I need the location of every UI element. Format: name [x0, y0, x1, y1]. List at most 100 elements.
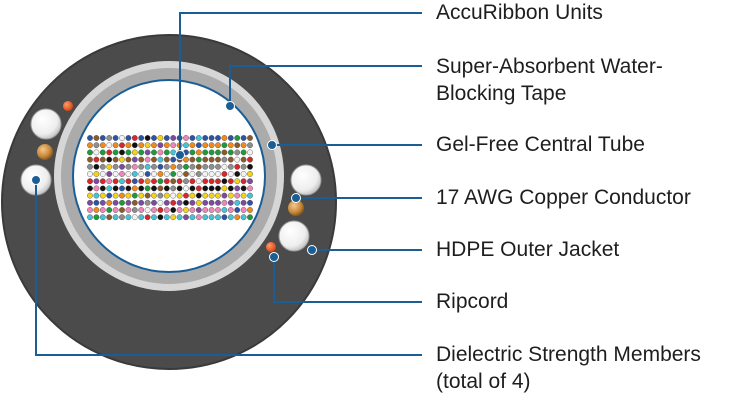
fiber-dot: [176, 199, 183, 206]
fiber-dot: [138, 185, 145, 192]
fiber-dot: [170, 178, 177, 185]
fiber-dot: [195, 171, 202, 177]
fiber-dot: [87, 214, 93, 221]
fiber-dot: [227, 185, 234, 192]
fiber-dot: [234, 178, 241, 185]
fiber-dot: [157, 192, 164, 199]
fiber-dot: [240, 156, 247, 163]
fiber-dot: [215, 142, 221, 149]
fiber-dot: [157, 178, 164, 185]
fiber-dot: [208, 178, 215, 185]
fiber-dot: [112, 142, 119, 149]
fiber-dot: [189, 171, 196, 177]
fiber-dot: [119, 178, 125, 185]
fiber-dot: [163, 142, 170, 149]
fiber-dot: [183, 199, 189, 206]
fiber-dot: [215, 163, 221, 170]
fiber-dot: [202, 171, 209, 177]
fiber-dot: [221, 142, 228, 149]
fiber-dot: [189, 178, 196, 185]
fiber-dot: [176, 214, 183, 221]
right-component-group: [266, 164, 322, 252]
fiber-dot: [183, 214, 189, 221]
fiber-dot: [170, 207, 177, 213]
fiber-dot: [202, 149, 209, 156]
fiber-dot: [247, 149, 253, 156]
fiber-dot: [195, 163, 202, 170]
fiber-dot: [99, 163, 106, 170]
fiber-dot: [93, 171, 100, 177]
fiber-dot: [176, 171, 183, 177]
fiber-dot: [247, 171, 253, 177]
fiber-dot: [144, 207, 151, 213]
fiber-dot: [87, 135, 93, 141]
fiber-dot: [195, 207, 202, 213]
fiber-dot: [208, 192, 215, 199]
fiber-dot: [189, 192, 196, 199]
fiber-dot: [195, 178, 202, 185]
fiber-dot: [189, 135, 196, 141]
fiber-dot: [227, 142, 234, 149]
fiber-dot: [99, 171, 106, 177]
strength-member-left-top: [30, 108, 62, 140]
fiber-dot: [240, 192, 247, 199]
fiber-dot: [131, 135, 138, 141]
fiber-dot: [221, 178, 228, 185]
fiber-dot: [247, 135, 253, 141]
leader-dot-tube: [267, 140, 277, 150]
fiber-dot: [247, 142, 253, 149]
fiber-dot: [183, 185, 189, 192]
fiber-dot: [131, 149, 138, 156]
fiber-dot: [112, 135, 119, 141]
fiber-dot: [138, 178, 145, 185]
fiber-dot: [157, 149, 164, 156]
fiber-dot: [138, 149, 145, 156]
fiber-dot: [99, 135, 106, 141]
fiber-dot: [93, 199, 100, 206]
fiber-dot: [215, 214, 221, 221]
fiber-dot: [119, 185, 125, 192]
fiber-dot: [112, 171, 119, 177]
fiber-dot: [227, 199, 234, 206]
fiber-dot: [112, 163, 119, 170]
fiber-dot: [87, 185, 93, 192]
fiber-dot: [234, 171, 241, 177]
fiber-dot: [138, 171, 145, 177]
fiber-dot: [93, 214, 100, 221]
fiber-dot: [195, 192, 202, 199]
fiber-dot: [247, 207, 253, 213]
leader-dot-ripcord: [269, 252, 279, 262]
fiber-dot: [99, 207, 106, 213]
fiber-dot: [240, 185, 247, 192]
fiber-dot: [183, 207, 189, 213]
fiber-dot: [189, 156, 196, 163]
label-outer-jacket: HDPE Outer Jacket: [436, 238, 620, 261]
fiber-dot: [87, 199, 93, 206]
fiber-dot: [170, 214, 177, 221]
fiber-dot: [131, 192, 138, 199]
fiber-dot: [247, 192, 253, 199]
leader-dot-tape: [225, 101, 235, 111]
fiber-dot: [144, 178, 151, 185]
fiber-dot: [112, 185, 119, 192]
fiber-dot: [208, 142, 215, 149]
fiber-dot: [99, 192, 106, 199]
fiber-dot: [247, 163, 253, 170]
fiber-dot: [151, 207, 157, 213]
fiber-dot: [183, 163, 189, 170]
label-water-blocking-tape-line2: Blocking Tape: [436, 82, 567, 105]
fiber-dot: [208, 163, 215, 170]
fiber-dot: [125, 163, 132, 170]
fiber-dot: [157, 156, 164, 163]
fiber-dot: [189, 185, 196, 192]
fiber-dot: [119, 207, 125, 213]
fiber-dot: [87, 192, 93, 199]
fiber-dot: [144, 156, 151, 163]
fiber-dot: [195, 156, 202, 163]
fiber-dot: [112, 199, 119, 206]
fiber-dot: [144, 163, 151, 170]
fiber-dot: [240, 178, 247, 185]
fiber-dot: [163, 178, 170, 185]
fiber-dot: [106, 135, 113, 141]
fiber-dot: [151, 178, 157, 185]
